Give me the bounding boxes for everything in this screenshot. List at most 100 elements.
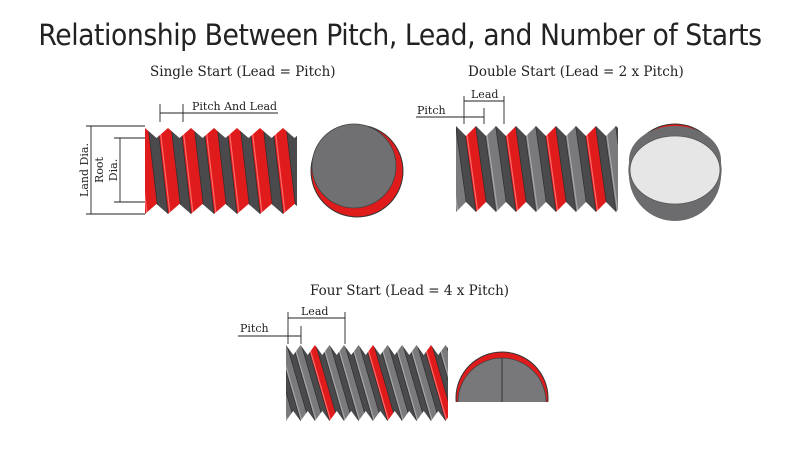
thread-highlight [145,191,148,214]
thread-notch [260,128,283,138]
thread-start-flank [543,126,568,212]
thread-notch [616,210,618,212]
thread-notch [402,345,417,355]
thread-notch [329,411,344,421]
thread-notch [536,202,556,212]
thread-notch [576,202,596,212]
thread-notch [286,345,301,355]
thread-highlight [366,345,390,421]
thread-highlight [565,126,579,212]
thread-start-flank [307,345,339,421]
thread-highlight [545,126,559,212]
thread-flank [456,126,468,212]
pitch-and-lead-label: Pitch And Lead [192,100,277,113]
thread-highlight [228,128,240,214]
thread-flank [483,126,508,212]
thread-notch [237,128,260,138]
single-start-thread [145,128,329,214]
thread-start-flank [365,345,397,421]
thread-highlight [337,345,361,421]
thread-notch [237,204,260,214]
thread-highlight [251,345,273,421]
thread-start-flank [463,126,488,212]
thread-notch [286,411,301,421]
thread-notch [315,411,330,421]
thread-notch [536,126,556,136]
thread-start-flank [424,126,448,212]
thread-notch [191,128,214,138]
thread-notch [306,204,329,214]
double-pitch-label: Pitch [417,104,446,117]
thread-flank [350,345,382,421]
thread-start-flank [583,126,608,212]
thread-flank [292,345,324,421]
single-dimension-marks [86,104,278,215]
thread-notch [344,411,359,421]
thread-flank [523,126,548,212]
thread-flank [379,345,411,421]
thread-notch [387,411,402,421]
thread-highlight [298,128,308,214]
thread-notch [260,204,283,214]
four-start-heading: Four Start (Lead = 4 x Pitch) [310,283,510,299]
single-start-heading: Single Start (Lead = Pitch) [150,64,336,80]
thread-notch [496,126,516,136]
thread-flank [394,345,426,421]
thread-highlight [205,128,217,214]
thread-notch [168,204,191,214]
thread-highlight [293,345,317,421]
thread-highlight [424,345,448,421]
thread-notch [516,202,536,212]
thread-highlight [351,345,375,421]
thread-notch [476,126,496,136]
thread-notch [300,411,315,421]
thread-notch [145,204,168,214]
thread-notch [373,345,388,355]
double-start-heading: Double Start (Lead = 2 x Pitch) [468,64,684,80]
thread-flank [563,126,588,212]
thread-start-flank [272,128,297,214]
thread-notch [191,204,214,214]
thread-highlight [525,126,539,212]
thread-notch [616,126,618,128]
thread-notch [214,128,237,138]
thread-notch [344,345,359,355]
thread-notch [283,128,297,138]
double-lead-label: Lead [471,88,498,101]
thread-highlight [380,345,404,421]
thread-notch [416,345,431,355]
thread-highlight [605,126,618,212]
root-label: Root [93,156,106,183]
single-end-view [310,123,404,218]
thread-notch [168,128,191,138]
land-dia-label: Land Dia. [78,143,91,197]
thread-notch [315,345,330,355]
thread-highlight [322,345,346,421]
thread-notch [145,128,168,138]
thread-notch [556,126,576,136]
double-end-view [628,123,722,221]
thread-start-flank [145,128,159,214]
four-pitch-label: Pitch [240,322,269,335]
thread-highlight [395,345,419,421]
thread-highlight [465,126,479,212]
thread-notch [516,126,536,136]
thread-highlight [438,345,448,378]
thread-notch [431,345,446,355]
thread-start-flank [226,128,251,214]
thread-notch [456,202,476,212]
thread-notch [373,411,388,421]
thread-highlight [485,126,499,212]
thread-highlight [585,126,599,212]
thread-highlight [274,128,286,214]
thread-highlight [505,126,519,212]
four-lead-label: Lead [301,305,328,318]
thread-notch [214,204,237,214]
thread-notch [596,202,616,212]
thread-highlight [251,128,263,214]
thread-notch [283,204,297,214]
thread-highlight [182,128,194,214]
thread-notch [460,345,475,355]
thread-notch [300,345,315,355]
